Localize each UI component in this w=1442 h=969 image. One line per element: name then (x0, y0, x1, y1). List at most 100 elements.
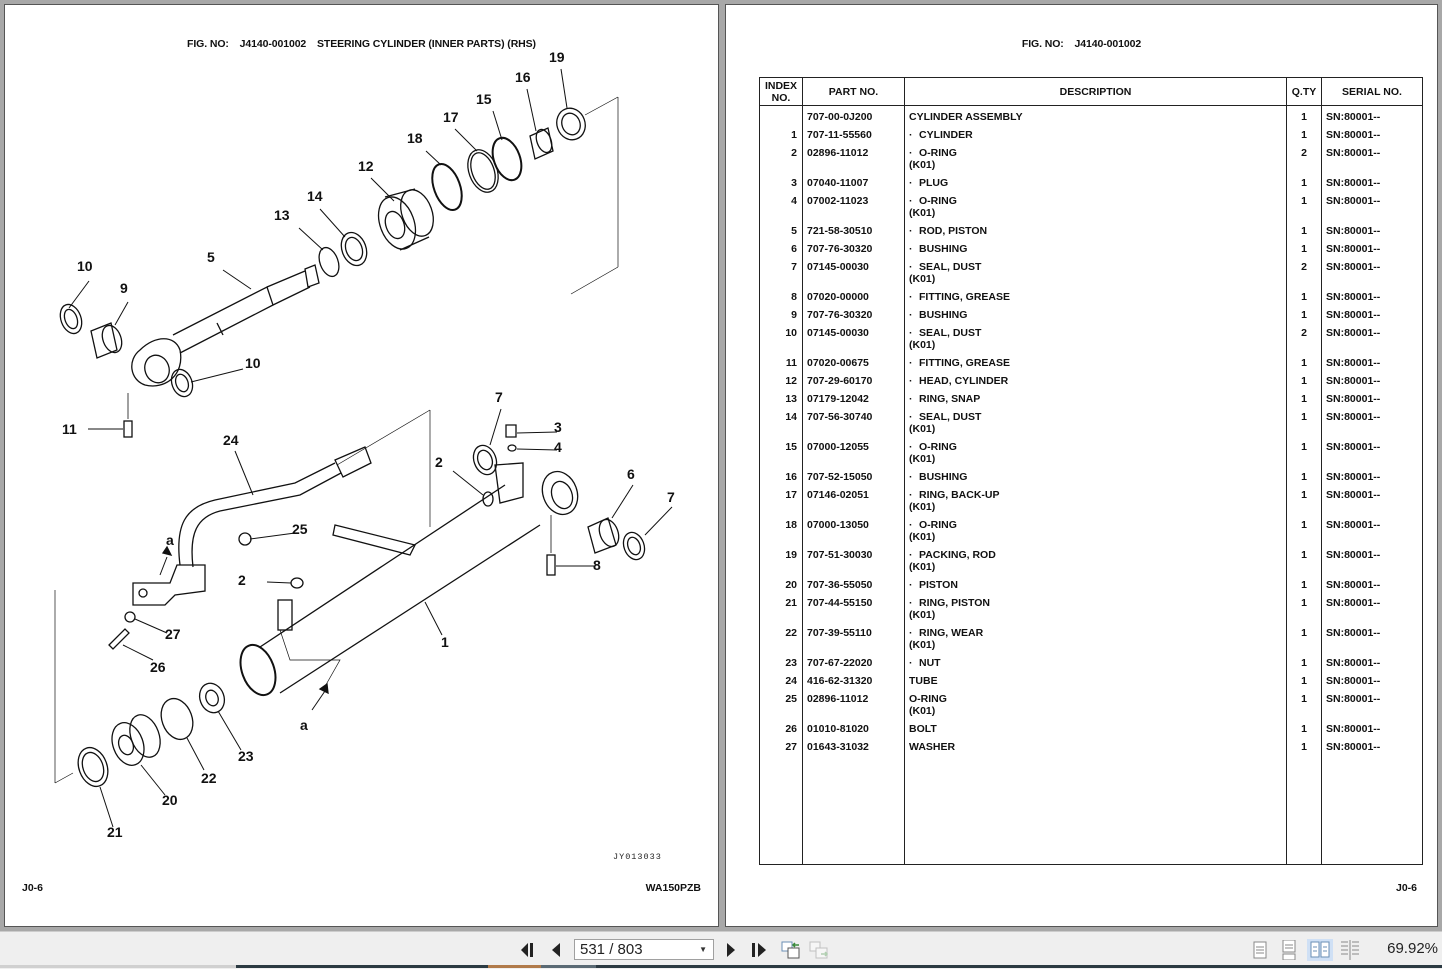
go-forward-button[interactable] (808, 940, 830, 960)
callout-16: 16 (515, 69, 531, 85)
cell-part-no: 01010-81020 (802, 723, 905, 741)
cell-serial: SN:80001-- (1321, 291, 1423, 309)
cell-index: 19 (759, 549, 803, 579)
cell-serial: SN:80001-- (1321, 627, 1423, 657)
indent-dot: · (909, 195, 913, 207)
cell-qty: 1 (1286, 675, 1322, 693)
description-note: (K01) (909, 423, 936, 435)
indent-dot: · (909, 471, 913, 483)
go-back-button[interactable] (780, 940, 802, 960)
cell-serial: SN:80001-- (1321, 261, 1423, 291)
cell-part-no: 07020-00000 (802, 291, 905, 309)
cell-part-no: 707-44-55150 (802, 597, 905, 627)
drawing-code: JY013033 (613, 852, 662, 862)
indent-dot: · (909, 579, 913, 591)
facing-pages-view-button[interactable] (1307, 939, 1333, 961)
continuous-page-icon (1282, 940, 1296, 960)
cell-description: WASHER (904, 741, 1287, 759)
description-note: (K01) (909, 453, 936, 465)
indent-dot: · (909, 327, 913, 339)
cell-qty: 1 (1286, 225, 1322, 243)
callout-25: 25 (292, 521, 308, 537)
cell-qty: 1 (1286, 723, 1322, 741)
last-page-button[interactable] (750, 940, 770, 960)
callout-2: 2 (238, 572, 246, 588)
cell-qty: 1 (1286, 741, 1322, 759)
description-text: O-RING (919, 195, 957, 207)
single-page-icon (1253, 941, 1267, 959)
description-text: SEAL, DUST (919, 261, 982, 273)
callout-21: 21 (107, 824, 123, 840)
first-page-button[interactable] (518, 940, 540, 960)
zoom-level[interactable]: 69.92% (1387, 940, 1438, 957)
cell-serial: SN:80001-- (1321, 693, 1423, 723)
indent-dot: · (909, 597, 913, 609)
single-page-view-button[interactable] (1250, 940, 1270, 960)
cell-qty: 1 (1286, 411, 1322, 441)
cell-qty: 1 (1286, 357, 1322, 375)
previous-page-button[interactable] (548, 940, 564, 960)
description-note: (K01) (909, 207, 936, 219)
cell-part-no: 707-11-55560 (802, 129, 905, 147)
cell-part-no: 07020-00675 (802, 357, 905, 375)
cell-serial: SN:80001-- (1321, 675, 1423, 693)
callout-3: 3 (554, 419, 562, 435)
first-page-icon (521, 943, 533, 957)
cell-index: 21 (759, 597, 803, 627)
callout-2: 2 (435, 454, 443, 470)
continuous-view-button[interactable] (1279, 940, 1299, 960)
indent-dot: · (909, 225, 913, 237)
chevron-down-icon: ▼ (699, 945, 707, 954)
cell-index: 14 (759, 411, 803, 441)
cell-part-no: 01643-31032 (802, 741, 905, 759)
cell-index: 15 (759, 441, 803, 471)
indent-dot: · (909, 519, 913, 531)
cell-serial: SN:80001-- (1321, 105, 1423, 129)
cell-part-no: 707-36-55050 (802, 579, 905, 597)
cell-part-no: 07179-12042 (802, 393, 905, 411)
callout-24: 24 (223, 432, 239, 448)
description-text: BUSHING (919, 471, 968, 483)
cell-index: 23 (759, 657, 803, 675)
cell-index: 3 (759, 177, 803, 195)
cell-description: ·RING, SNAP (904, 393, 1287, 411)
page-number-select[interactable]: 531 / 803 ▼ (574, 939, 714, 960)
cell-serial: SN:80001-- (1321, 177, 1423, 195)
description-text: RING, PISTON (919, 597, 990, 609)
cell-description: TUBE (904, 675, 1287, 693)
table-empty-space (759, 759, 1423, 865)
indent-dot: · (909, 147, 913, 159)
cell-serial: SN:80001-- (1321, 597, 1423, 627)
callout-1: 1 (441, 634, 449, 650)
cell-serial: SN:80001-- (1321, 657, 1423, 675)
cell-qty: 1 (1286, 579, 1322, 597)
cell-index: 9 (759, 309, 803, 327)
description-note: (K01) (909, 609, 936, 621)
cell-qty: 1 (1286, 105, 1322, 129)
cell-index: 12 (759, 375, 803, 393)
cell-index: 13 (759, 393, 803, 411)
cell-qty: 1 (1286, 393, 1322, 411)
callout-8: 8 (593, 557, 601, 573)
callout-7: 7 (667, 489, 675, 505)
cell-index (759, 105, 803, 129)
next-page-button[interactable] (724, 940, 738, 960)
cell-qty: 1 (1286, 375, 1322, 393)
description-text: O-RING (919, 147, 957, 159)
exploded-parts-diagram: 19 16 15 17 18 12 14 13 5 10 9 10 11 24 … (54, 49, 675, 840)
callout-26: 26 (150, 659, 166, 675)
cell-qty: 1 (1286, 627, 1322, 657)
continuous-facing-view-button[interactable] (1339, 940, 1361, 960)
